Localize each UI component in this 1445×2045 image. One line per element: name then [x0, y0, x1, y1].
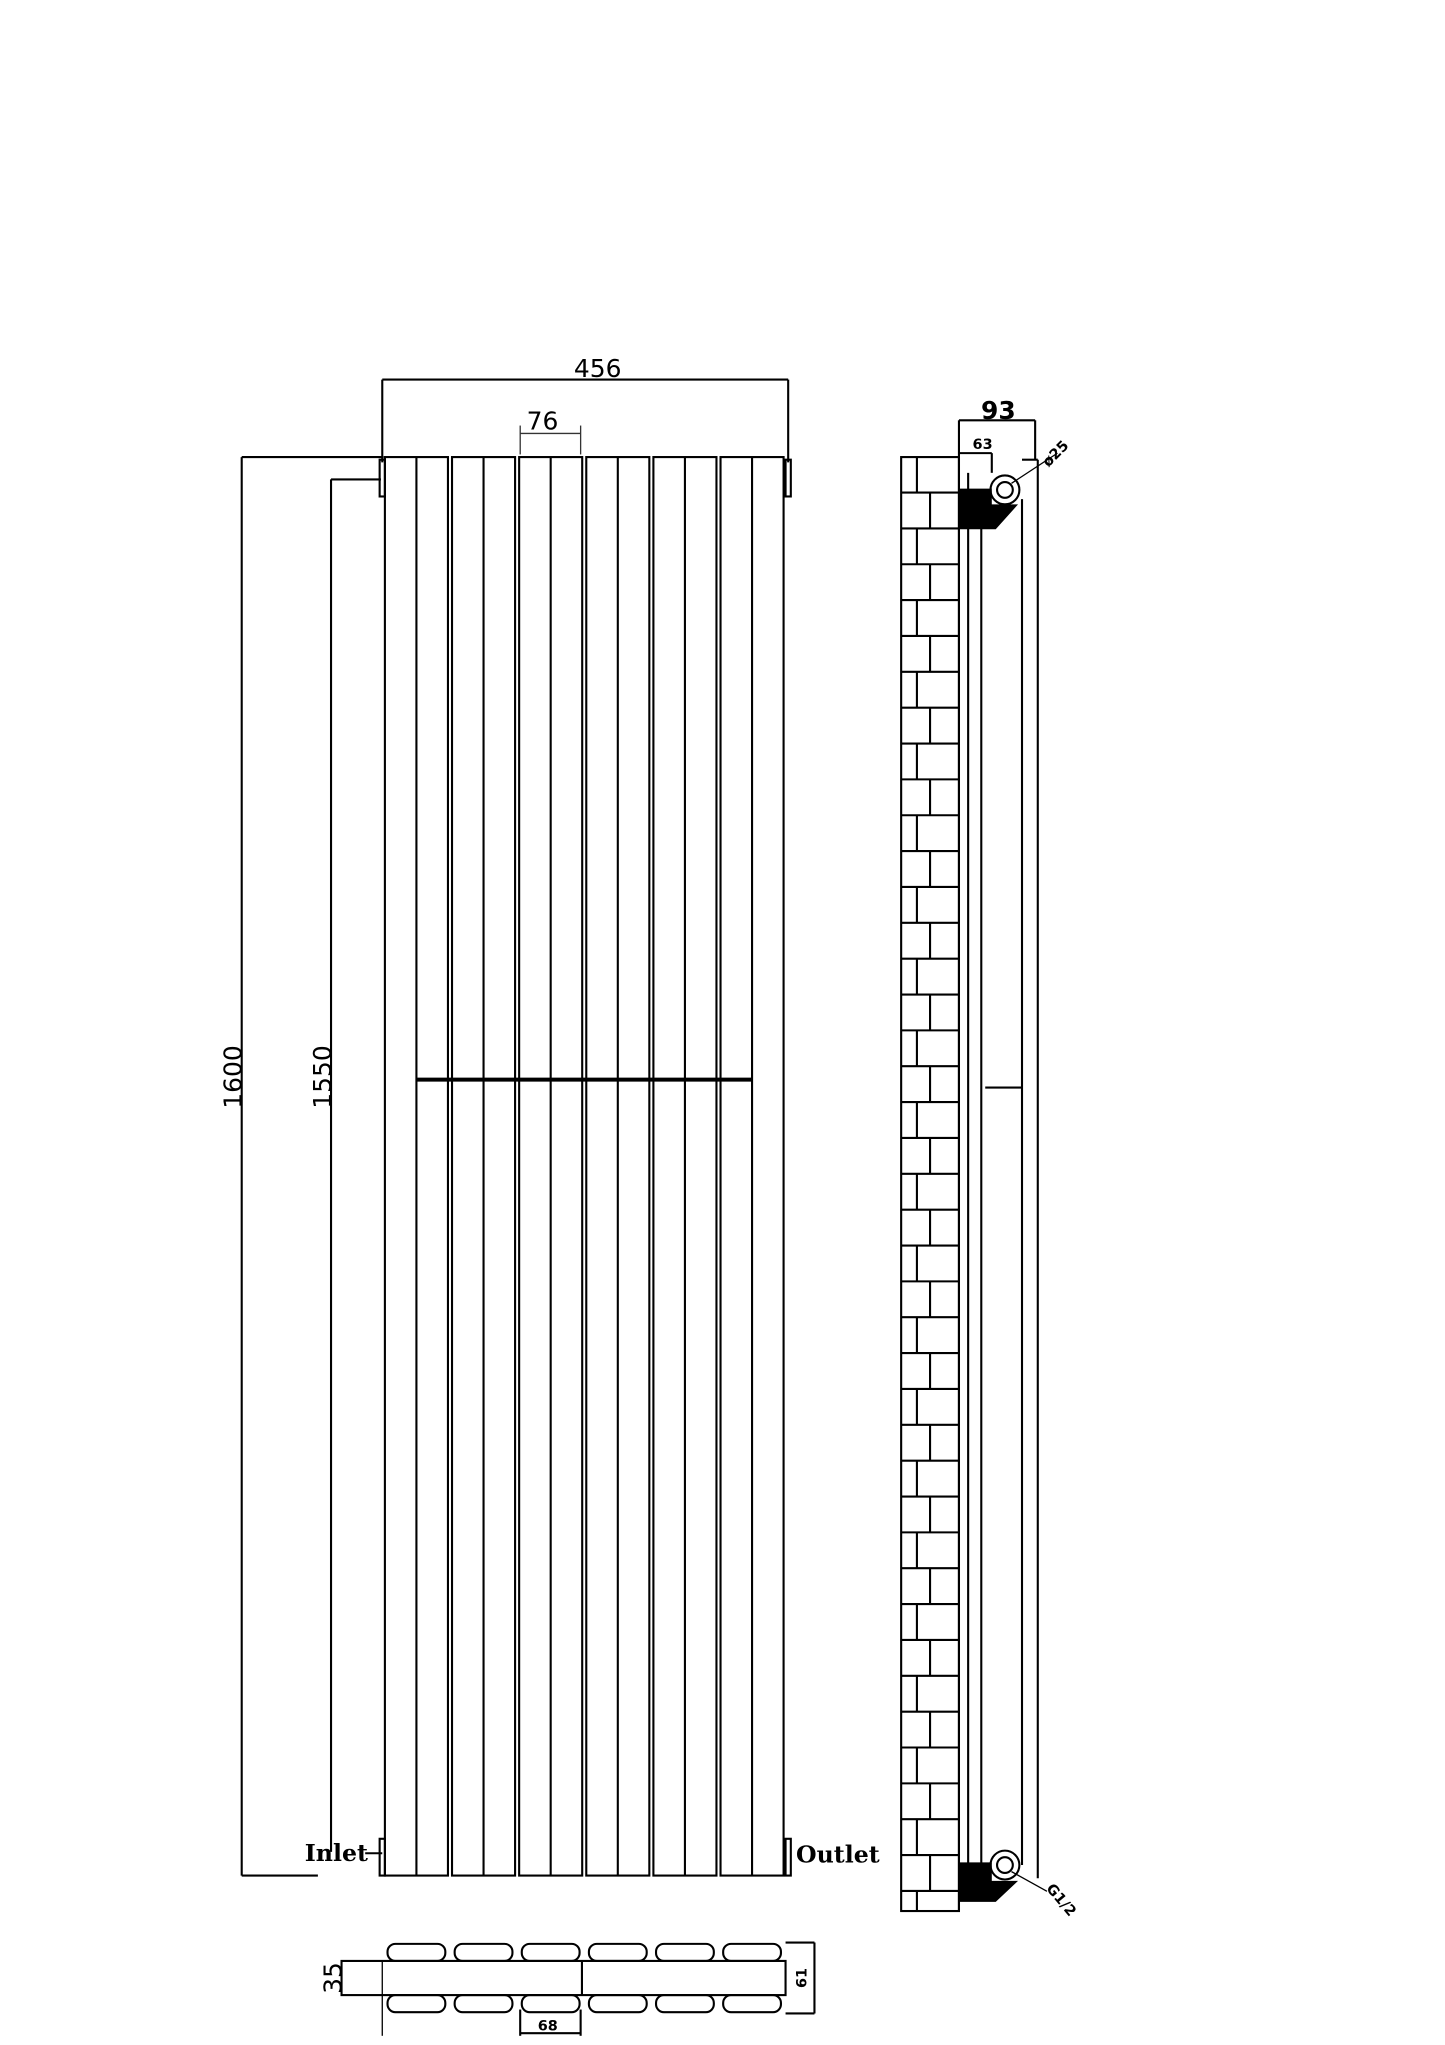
width-dimension: 456	[381, 354, 790, 463]
column-profile-top	[386, 1942, 447, 1962]
height-label: 1600	[219, 1045, 248, 1108]
bottom-pipe-circle	[989, 1849, 1021, 1881]
plan-body	[340, 1959, 787, 1997]
top-bracket	[958, 488, 1019, 530]
column-profile-bottom	[520, 1994, 581, 2014]
pipe-centres-label: 1550	[308, 1045, 337, 1108]
front-view: 456 76 1600 1550 Inlet Outlet	[219, 354, 880, 1877]
radiator-columns	[383, 456, 785, 1877]
spacing-label: 68	[538, 2019, 558, 2035]
column-profile-top	[520, 1942, 581, 1962]
side-view: 93 63 ø25 G1/2	[900, 396, 1079, 1920]
section-width-label: 76	[527, 406, 559, 435]
height-dimension: 1600	[219, 456, 384, 1877]
bottom-bracket	[958, 1862, 1019, 1902]
brick-wall	[900, 456, 961, 1913]
total-depth-label: 61	[795, 1968, 811, 1988]
column-profile-bottom	[386, 1994, 447, 2014]
column-profile-top	[722, 1942, 783, 1962]
column-profile-bottom	[587, 1994, 648, 2014]
column-profile-bottom	[722, 1994, 783, 2014]
column-profile-top	[654, 1942, 715, 1962]
depth-label: 93	[981, 396, 1016, 425]
header-right	[784, 458, 792, 498]
wall-offset-dimension: 63	[958, 437, 993, 473]
top-pipe-circle	[989, 474, 1021, 506]
wall-outline	[900, 456, 961, 1913]
column-profile-bottom	[654, 1994, 715, 2014]
column-profiles	[386, 1942, 783, 2014]
column-profile-top	[587, 1942, 648, 1962]
depth-dimension: 93	[957, 396, 1037, 460]
pipe-centres-dimension: 1550	[308, 478, 381, 1852]
inlet-label: Inlet	[305, 1839, 368, 1867]
connection-label: G1/2	[1043, 1881, 1079, 1920]
outlet-label: Outlet	[796, 1840, 880, 1868]
column-profile-top	[453, 1942, 514, 1962]
section-width-dimension: 76	[519, 406, 582, 455]
width-label: 456	[574, 354, 622, 383]
column-profile-bottom	[453, 1994, 514, 2014]
pipe-diameter-label: ø25	[1040, 438, 1073, 471]
wall-offset-label: 63	[973, 437, 993, 453]
footer-right	[784, 1837, 792, 1877]
plan-view: 35 61 68	[319, 1941, 816, 2036]
panel-depth-label: 35	[319, 1962, 348, 1994]
